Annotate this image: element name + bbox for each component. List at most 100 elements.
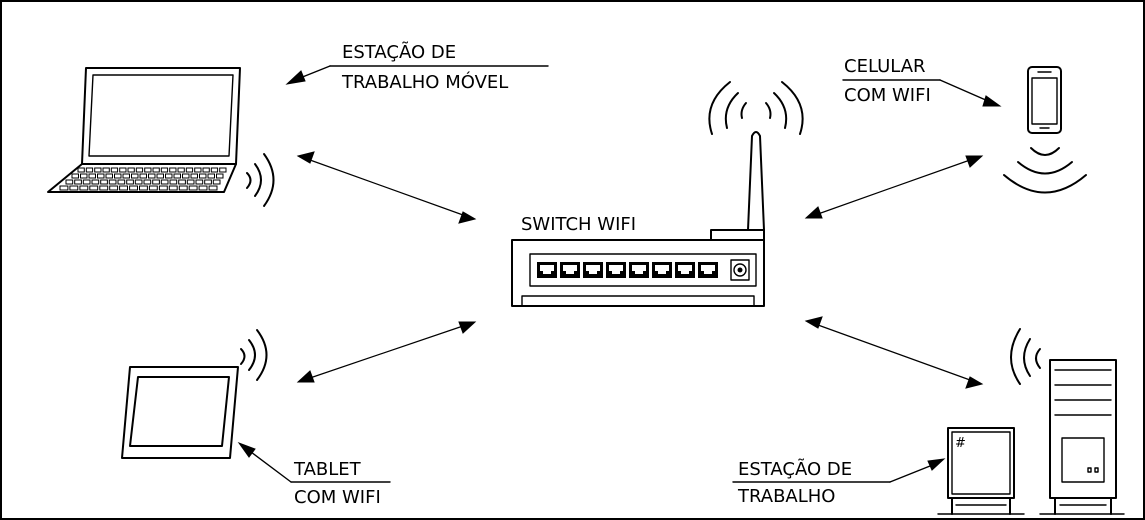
laptop-key <box>74 179 82 185</box>
laptop-key <box>148 185 158 191</box>
laptop-key <box>198 185 208 191</box>
ethernet-port-icon <box>652 262 672 278</box>
laptop-key <box>99 185 109 191</box>
computer-tower-icon <box>1039 359 1125 515</box>
monitor-icon: # <box>937 427 1025 515</box>
laptop-key <box>126 179 134 185</box>
laptop-key <box>168 185 178 191</box>
switch-label: SWITCH WIFI <box>521 214 636 235</box>
cellphone-label-line1: CELULAR <box>844 56 926 77</box>
laptop-key <box>109 185 119 191</box>
tablet-label-line1: TABLET <box>293 459 362 480</box>
workstation-label: ESTAÇÃO DE TRABALHO <box>732 458 946 507</box>
laptop-key <box>148 173 156 179</box>
workstation-wifi-icon <box>1010 328 1041 385</box>
laptop-key <box>89 185 99 191</box>
laptop-key <box>165 173 173 179</box>
laptop-key <box>122 173 130 179</box>
laptop-key <box>65 179 74 185</box>
laptop-key <box>188 185 198 191</box>
mobile-workstation-label-line1: ESTAÇÃO DE <box>342 41 456 63</box>
ethernet-port-icon <box>629 262 649 278</box>
mobile-workstation-label-line2: TRABALHO MÓVEL <box>341 71 508 93</box>
phone-icon <box>1027 66 1062 134</box>
laptop-key <box>204 179 212 185</box>
laptop-wifi-icon <box>246 153 275 207</box>
laptop-key <box>139 173 147 179</box>
laptop-key <box>131 173 139 179</box>
laptop-key <box>77 167 85 173</box>
laptop-key <box>119 167 127 173</box>
laptop-key <box>169 167 177 173</box>
ethernet-port-icon <box>698 262 718 278</box>
laptop-key <box>135 167 144 173</box>
tablet-label-line2: COM WIFI <box>294 487 381 508</box>
mobile-workstation-label: ESTAÇÃO DE TRABALHO MÓVEL <box>285 41 549 93</box>
laptop-key <box>202 167 210 173</box>
laptop-key <box>156 173 164 179</box>
link-arrow-workstation <box>804 316 984 389</box>
tablet-wifi-icon <box>240 329 268 381</box>
laptop-key <box>160 167 169 173</box>
laptop-key <box>85 167 94 173</box>
ethernet-port-icon <box>560 262 580 278</box>
laptop-key <box>88 173 96 179</box>
laptop-key <box>158 185 168 191</box>
laptop-key <box>178 179 186 185</box>
laptop-key <box>59 185 69 191</box>
laptop-key <box>117 179 126 185</box>
laptop-key <box>186 179 195 185</box>
laptop-key <box>71 173 79 179</box>
cellphone-label: CELULAR COM WIFI <box>842 56 1002 107</box>
laptop-key <box>208 185 218 191</box>
laptop-key <box>108 179 117 185</box>
router-icon <box>511 131 765 307</box>
link-arrow-laptop <box>296 151 477 224</box>
link-arrow-phone <box>804 155 984 219</box>
laptop-key <box>100 179 108 185</box>
workstation-label-line1: ESTAÇÃO DE <box>738 458 852 480</box>
laptop-key <box>94 167 102 173</box>
laptop-key <box>69 185 79 191</box>
laptop-key <box>79 185 89 191</box>
cellphone-label-line2: COM WIFI <box>844 85 931 106</box>
laptop-key <box>177 167 185 173</box>
laptop-key <box>139 185 148 191</box>
laptop-key <box>207 173 215 179</box>
laptop-key <box>152 167 160 173</box>
laptop-key <box>97 173 105 179</box>
laptop-key <box>143 179 152 185</box>
laptop-key <box>129 185 139 191</box>
laptop-key <box>127 167 135 173</box>
laptop-key <box>210 167 219 173</box>
laptop-key <box>199 173 207 179</box>
laptop-key <box>144 167 152 173</box>
phone-wifi-icon <box>1003 147 1087 194</box>
router-wifi-icon <box>708 81 804 135</box>
workstation-label-line2: TRABALHO <box>737 486 835 507</box>
laptop-key <box>194 167 202 173</box>
ethernet-port-icon <box>606 262 626 278</box>
laptop-key <box>195 179 204 185</box>
tablet-label: TABLET COM WIFI <box>237 441 391 508</box>
laptop-key <box>219 167 227 173</box>
laptop-key <box>178 185 188 191</box>
laptop-key <box>119 185 128 191</box>
laptop-key <box>114 173 122 179</box>
ethernet-port-icon <box>675 262 695 278</box>
ethernet-port-icon <box>537 262 557 278</box>
laptop-key <box>152 179 160 185</box>
laptop-key <box>182 173 190 179</box>
laptop-key <box>134 179 143 185</box>
laptop-key <box>190 173 198 179</box>
laptop-key <box>82 179 91 185</box>
laptop-key <box>216 173 224 179</box>
laptop-key <box>102 167 110 173</box>
laptop-key <box>80 173 88 179</box>
laptop-key <box>105 173 113 179</box>
laptop-icon <box>47 67 241 193</box>
laptop-key <box>185 167 194 173</box>
tablet-icon <box>121 366 239 459</box>
